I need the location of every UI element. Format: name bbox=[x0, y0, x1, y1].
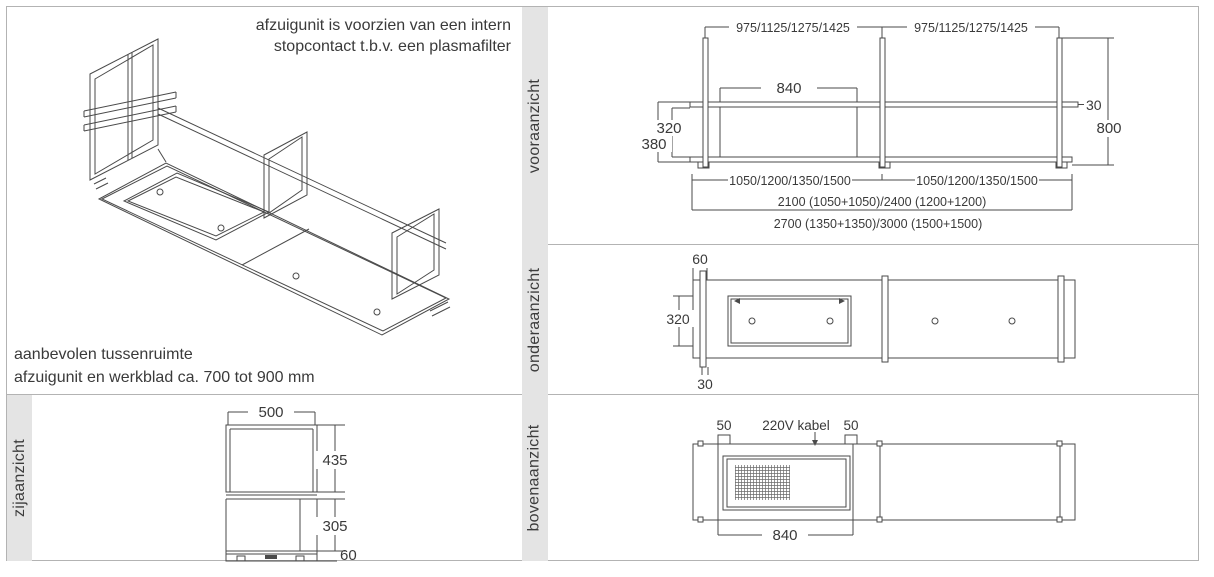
front-dim-lines bbox=[657, 26, 1114, 211]
side-dim-texts: 500 435 305 60 bbox=[258, 404, 356, 564]
top-view-drawing: 50 220V kabel 50 840 bbox=[692, 418, 1076, 544]
dim-tab-right: 50 bbox=[843, 418, 858, 433]
isometric-view-drawing: afzuigunit is voorzien van een intern st… bbox=[14, 17, 512, 386]
divider-front-bottom bbox=[548, 244, 1199, 245]
bottom-arrows bbox=[734, 298, 845, 304]
dim-span-bottom-right: 1050/1200/1350/1500 bbox=[916, 174, 1038, 188]
bottom-filter-opening bbox=[727, 295, 852, 347]
iso-frame-structure bbox=[83, 38, 451, 336]
dim-height: 800 bbox=[1096, 120, 1121, 137]
label-bottom-view: onderaanzicht bbox=[522, 245, 548, 394]
dim-upper-height: 435 bbox=[322, 452, 347, 469]
drawing-border bbox=[6, 6, 1199, 561]
side-structure bbox=[225, 411, 345, 562]
bottom-structure bbox=[673, 268, 1076, 375]
front-post-left bbox=[702, 37, 709, 168]
cable-arrow-icon bbox=[812, 440, 818, 446]
dim-total-line2: 2700 (1350+1350)/3000 (1500+1500) bbox=[774, 217, 983, 231]
dim-lower-height: 305 bbox=[322, 518, 347, 535]
iso-filter-opening bbox=[122, 172, 271, 241]
dim-unit-width: 840 bbox=[772, 527, 797, 544]
side-base-detail bbox=[265, 555, 277, 559]
divider-left bbox=[7, 394, 522, 395]
dim-outer-height: 380 bbox=[641, 136, 666, 153]
dim-inner-height: 320 bbox=[656, 120, 681, 137]
top-filter-opening bbox=[722, 455, 851, 511]
top-view-label: bovenaanzicht bbox=[526, 424, 543, 532]
top-structure bbox=[692, 432, 1076, 536]
front-post-middle bbox=[879, 37, 886, 168]
side-view-label: zijaanzicht bbox=[10, 438, 28, 518]
bottom-posts bbox=[699, 270, 1065, 368]
dim-span-top-left: 975/1125/1275/1425 bbox=[736, 21, 850, 35]
label-side-view: zijaanzicht bbox=[7, 395, 32, 561]
top-dim-texts: 50 220V kabel 50 840 bbox=[716, 418, 858, 544]
front-structure bbox=[689, 37, 1079, 169]
divider-right bbox=[548, 394, 1199, 395]
dim-span-top-right: 975/1125/1275/1425 bbox=[914, 21, 1028, 35]
front-dim-texts: 975/1125/1275/1425 975/1125/1275/1425 84… bbox=[636, 21, 1128, 231]
iso-note-top-line1: afzuigunit is voorzien van een intern bbox=[256, 17, 511, 34]
dim-depth: 320 bbox=[666, 311, 690, 327]
dim-tab-left: 50 bbox=[716, 418, 731, 433]
side-view-drawing: 500 435 305 60 bbox=[225, 404, 357, 564]
dim-opening-width: 840 bbox=[776, 80, 801, 97]
bottom-view-label: onderaanzicht bbox=[526, 267, 544, 372]
cable-label: 220V kabel bbox=[762, 418, 830, 433]
iso-note-top-line2: stopcontact t.b.v. een plasmafilter bbox=[274, 38, 512, 55]
front-view-label: vooraanzicht bbox=[526, 78, 544, 173]
dim-end-width: 60 bbox=[692, 251, 708, 267]
dim-span-bottom-left: 1050/1200/1350/1500 bbox=[729, 174, 851, 188]
iso-note-bottom-line1: aanbevolen tussenruimte bbox=[14, 346, 193, 363]
label-top-view: bovenaanzicht bbox=[522, 395, 548, 561]
front-view-drawing: 975/1125/1275/1425 975/1125/1275/1425 84… bbox=[636, 21, 1128, 231]
label-front-view: vooraanzicht bbox=[522, 7, 548, 244]
dim-base-height: 60 bbox=[340, 547, 357, 564]
top-perforation-area bbox=[735, 465, 790, 500]
dim-rail-thickness: 30 bbox=[1086, 97, 1102, 113]
front-post-right bbox=[1056, 37, 1063, 168]
bottom-view-drawing: 60 320 30 bbox=[659, 251, 1076, 392]
dim-bracket-width: 30 bbox=[697, 376, 713, 392]
dim-side-width: 500 bbox=[258, 404, 283, 421]
dim-total-line1: 2100 (1050+1050)/2400 (1200+1200) bbox=[778, 195, 987, 209]
bottom-dim-texts: 60 320 30 bbox=[659, 251, 713, 392]
iso-note-bottom-line2: afzuigunit en werkblad ca. 700 tot 900 m… bbox=[14, 369, 315, 386]
